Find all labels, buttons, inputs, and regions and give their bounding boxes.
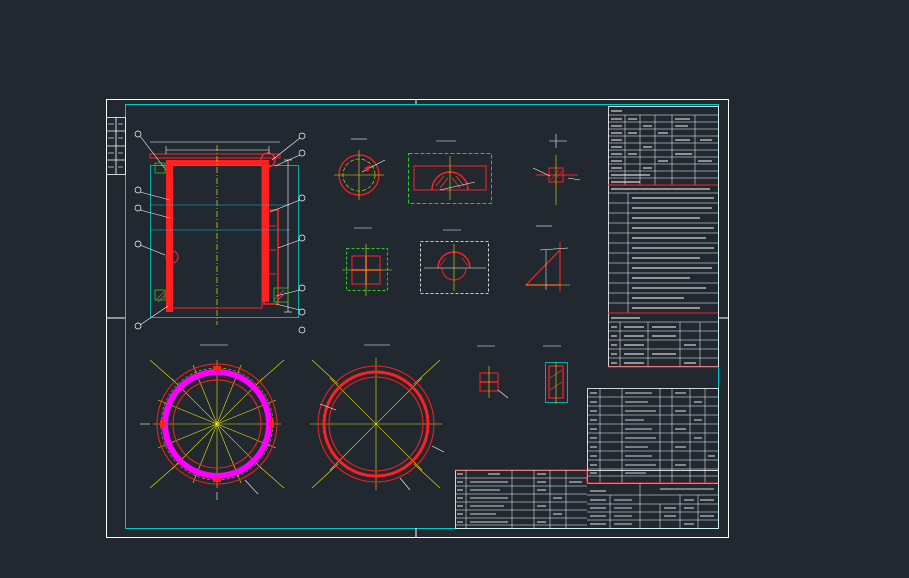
frame-ticks	[106, 99, 728, 537]
detail-view-g[interactable]	[477, 345, 509, 399]
detail-view-e[interactable]	[420, 229, 489, 294]
detail-view-c[interactable]	[532, 134, 581, 205]
detail-view-b[interactable]	[408, 140, 492, 204]
detail-view-a[interactable]	[334, 138, 386, 200]
technical-notes-table	[608, 106, 719, 368]
elevation-view[interactable]	[134, 130, 306, 334]
plan-view-left[interactable]	[140, 344, 285, 500]
parts-list-upper	[587, 388, 719, 484]
plan-view-right[interactable]	[310, 344, 445, 491]
revision-strip	[106, 117, 126, 175]
detail-view-h[interactable]	[543, 345, 568, 404]
title-block	[455, 469, 719, 529]
detail-view-f[interactable]	[524, 225, 570, 292]
detail-view-d[interactable]	[342, 227, 392, 296]
